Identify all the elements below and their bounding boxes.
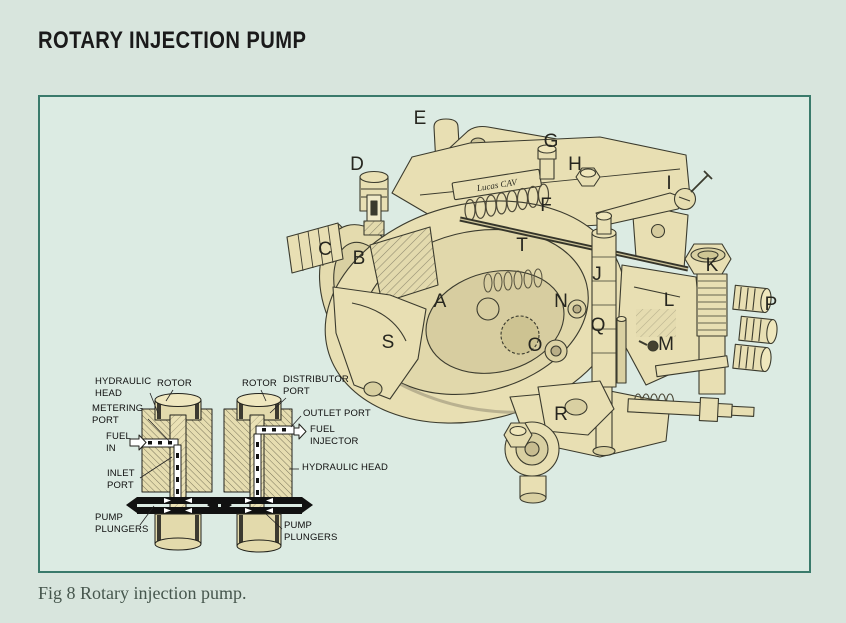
figure-caption: Fig 8 Rotary injection pump. — [38, 583, 247, 603]
metering-tower — [544, 211, 659, 388]
stud-g — [537, 144, 557, 180]
rotor-bottom-cylinder-right — [236, 513, 282, 553]
bottom-plumbing — [592, 355, 755, 457]
side-ports-p — [732, 284, 778, 373]
head-right-block — [263, 408, 293, 500]
hydraulic-head-left-block — [141, 408, 173, 493]
pump-figure-svg: Lucas CAV — [126, 118, 778, 553]
mounting-flange — [332, 286, 427, 400]
inset-right-drawing — [207, 389, 313, 553]
inset-left-drawing — [126, 389, 232, 551]
hydraulic-head-right-block — [183, 408, 213, 493]
pump-drawing: Lucas CAV — [286, 118, 778, 504]
valve-d — [359, 170, 389, 236]
inset-left-leaders — [139, 389, 174, 526]
fuel-channel — [141, 438, 182, 501]
head-left-block — [223, 408, 251, 493]
fuel-in-arrow — [129, 434, 147, 451]
valve-k — [684, 243, 732, 395]
control-rod — [459, 216, 689, 272]
rotor-top-cylinder — [154, 393, 202, 421]
advance-unit-r — [503, 380, 615, 504]
page-title: ROTARY INJECTION PUMP — [38, 27, 307, 54]
pump-plungers-right-bars — [207, 497, 313, 514]
rotor-top-cylinder-right — [236, 393, 282, 421]
figure-panel: Lucas CAV — [38, 95, 811, 573]
drive-shaft — [286, 222, 344, 274]
inset-right-leaders — [260, 389, 302, 530]
bolt-h — [575, 167, 601, 187]
governor-spring — [464, 183, 550, 222]
fuel-injector-arrow — [293, 423, 307, 440]
rotor-bottom-cylinder — [154, 513, 202, 551]
nameplate: Lucas CAV — [451, 168, 542, 201]
head-block-l — [617, 264, 705, 386]
